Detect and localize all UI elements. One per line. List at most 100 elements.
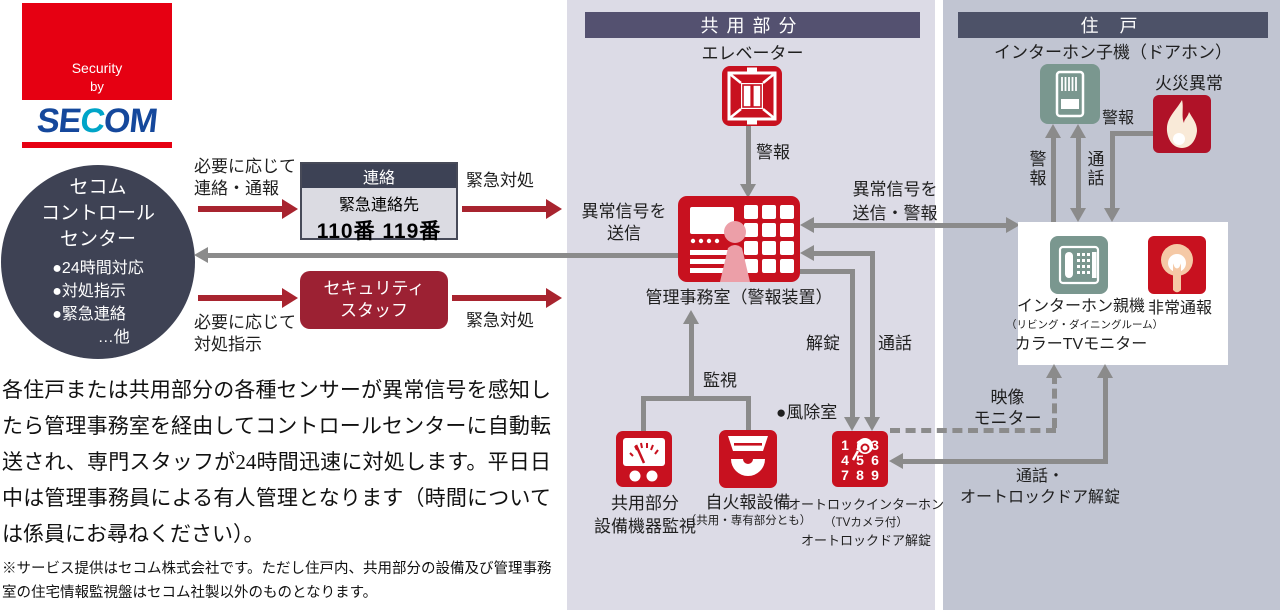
line-video-dashed-v xyxy=(1052,374,1057,428)
autolock-intercom-icon: 123 456 789 xyxy=(832,431,888,492)
line-signal-dwelling xyxy=(814,223,1006,228)
note-instruction: 必要に応じて対処指示 xyxy=(194,313,296,355)
line-callunlock-h xyxy=(903,459,1108,464)
common-area-header: 共用部分 xyxy=(585,12,920,38)
control-center-bullet: ●24時間対応 xyxy=(52,260,144,277)
arrowhead-call-up xyxy=(1070,124,1086,138)
elevator-icon xyxy=(722,66,782,131)
arrowhead-call-to-keypad xyxy=(864,417,880,431)
svg-text:9: 9 xyxy=(871,467,879,483)
call-label: 通話 xyxy=(878,334,912,353)
call-unlock-label: 通話・オートロックドア解錠 xyxy=(959,468,1120,506)
contact-box-numbers: 110番 119番 xyxy=(316,220,442,243)
svg-text:3: 3 xyxy=(871,437,879,453)
line-monitor-branch xyxy=(641,396,751,401)
meter-label: 共用部分設備機器監視 xyxy=(594,494,696,536)
arrowhead-to-staff xyxy=(282,288,298,308)
line-unlock-h xyxy=(800,269,855,274)
video-monitor-label: 映像モニター xyxy=(973,388,1042,428)
contact-box: 連絡 緊急連絡先 110番 119番 xyxy=(300,162,458,243)
meter-icon xyxy=(616,431,672,492)
emergency-response-bottom: 緊急対処 xyxy=(466,311,534,330)
elevator-label: エレベーター xyxy=(701,44,804,63)
arrowhead-elevator-alarm xyxy=(740,184,756,198)
line-signal-to-center xyxy=(208,253,680,258)
arrowhead-call-down xyxy=(1070,208,1086,222)
office-label: 管理事務室（警報装置） xyxy=(645,288,833,307)
line-flame-v xyxy=(1110,131,1115,208)
line-monitor-drop-right xyxy=(746,399,751,431)
dwelling-header: 住 戸 xyxy=(958,12,1268,38)
footnote: ※サービス提供はセコム株式会社です。ただし住戸内、共用部分の設備及び管理事務室の… xyxy=(2,561,552,601)
arrowhead-video xyxy=(1046,364,1062,378)
fire-equip-label: 自火報設備 （共用・専有部分とも） xyxy=(684,493,812,528)
arrow-to-staff xyxy=(198,295,282,301)
arrowhead-unlock xyxy=(844,417,860,431)
svg-text:1: 1 xyxy=(841,437,849,453)
logo-security-text: Security xyxy=(71,60,123,76)
logo-by-text: by xyxy=(90,79,104,94)
arrowhead-signal-to-center xyxy=(194,247,208,263)
secom-logo-red-block: Security by xyxy=(22,3,172,100)
intercom-label: インターホン親機 （リビング・ダイニングルーム） カラーTVモニター xyxy=(1006,298,1164,353)
alarm-panel-icon xyxy=(678,196,800,287)
arrowhead-to-contact xyxy=(282,199,298,219)
signal-alarm-label: 異常信号を送信・警報 xyxy=(852,180,938,223)
arrowhead-signal-office xyxy=(800,217,814,233)
arrowhead-flame-alarm xyxy=(1104,208,1120,222)
arrow-to-contact xyxy=(198,206,282,212)
fire-alarm-icon xyxy=(719,430,777,493)
arrowhead-monitor xyxy=(683,310,699,324)
line-flame-h xyxy=(1112,131,1153,136)
arrowhead-callunlock-box xyxy=(1097,364,1113,378)
alarm-h-label: 警報 xyxy=(1102,110,1135,127)
arrowhead-call-to-office xyxy=(800,245,814,261)
arrowhead-staff-out xyxy=(546,288,562,308)
monitor-label: 監視 xyxy=(703,371,737,390)
control-center-title: セコム xyxy=(69,177,127,198)
doorphone-icon xyxy=(1040,64,1100,129)
call-v-label: 通話 xyxy=(1084,150,1104,188)
line-callunlock-v xyxy=(1103,374,1108,462)
emergency-button-icon xyxy=(1148,236,1206,299)
line-elevator-alarm xyxy=(746,126,751,186)
control-center-circle: セコム コントロール センター ●24時間対応 ●対処指示 ●緊急連絡 …他 xyxy=(1,165,195,359)
autolock-label: オートロックインターホン （TVカメラ付） オートロックドア解錠 xyxy=(787,497,944,548)
emergency-label: 非常通報 xyxy=(1147,300,1212,317)
alarm-v-label: 警報 xyxy=(1026,150,1046,188)
arrowhead-signal-dwelling xyxy=(1006,217,1020,233)
wordmark-om: OM xyxy=(102,101,159,140)
fire-alert-label: 火災異常 xyxy=(1155,74,1223,93)
intercom-master-icon xyxy=(1050,236,1108,299)
line-alarm-doorphone xyxy=(1051,138,1056,222)
windbreak-label: ●風除室 xyxy=(776,403,838,422)
line-monitor-drop-left xyxy=(641,399,646,432)
secom-logo-underline xyxy=(22,142,172,148)
line-monitor-main xyxy=(689,322,694,398)
emergency-response-top: 緊急対処 xyxy=(466,171,534,190)
line-unlock-v xyxy=(850,269,855,417)
note-contact-report: 必要に応じて連絡・通報 xyxy=(194,157,296,199)
contact-box-line1: 緊急連絡先 xyxy=(338,197,419,214)
doorphone-label: インターホン子機（ドアホン） xyxy=(994,43,1232,62)
svg-text:5: 5 xyxy=(856,452,864,468)
svg-text:6: 6 xyxy=(871,452,879,468)
arrow-staff-out xyxy=(452,295,546,301)
svg-text:8: 8 xyxy=(856,467,864,483)
flame-icon xyxy=(1153,95,1211,158)
unlock-label: 解錠 xyxy=(806,334,840,353)
security-staff-box: セキュリティ スタッフ xyxy=(300,271,448,329)
line-call-doorphone xyxy=(1076,138,1081,208)
arrowhead-contact-out xyxy=(546,199,562,219)
line-video-dashed-h xyxy=(890,428,1056,433)
arrow-contact-out xyxy=(462,206,546,212)
alarm-label-common: 警報 xyxy=(756,143,790,162)
line-call-h xyxy=(812,251,875,256)
wordmark-se: SE xyxy=(35,101,83,140)
arrowhead-alarm-doorphone xyxy=(1045,124,1061,138)
svg-text:7: 7 xyxy=(841,467,849,483)
svg-text:4: 4 xyxy=(841,452,849,468)
line-call-v xyxy=(870,251,875,417)
